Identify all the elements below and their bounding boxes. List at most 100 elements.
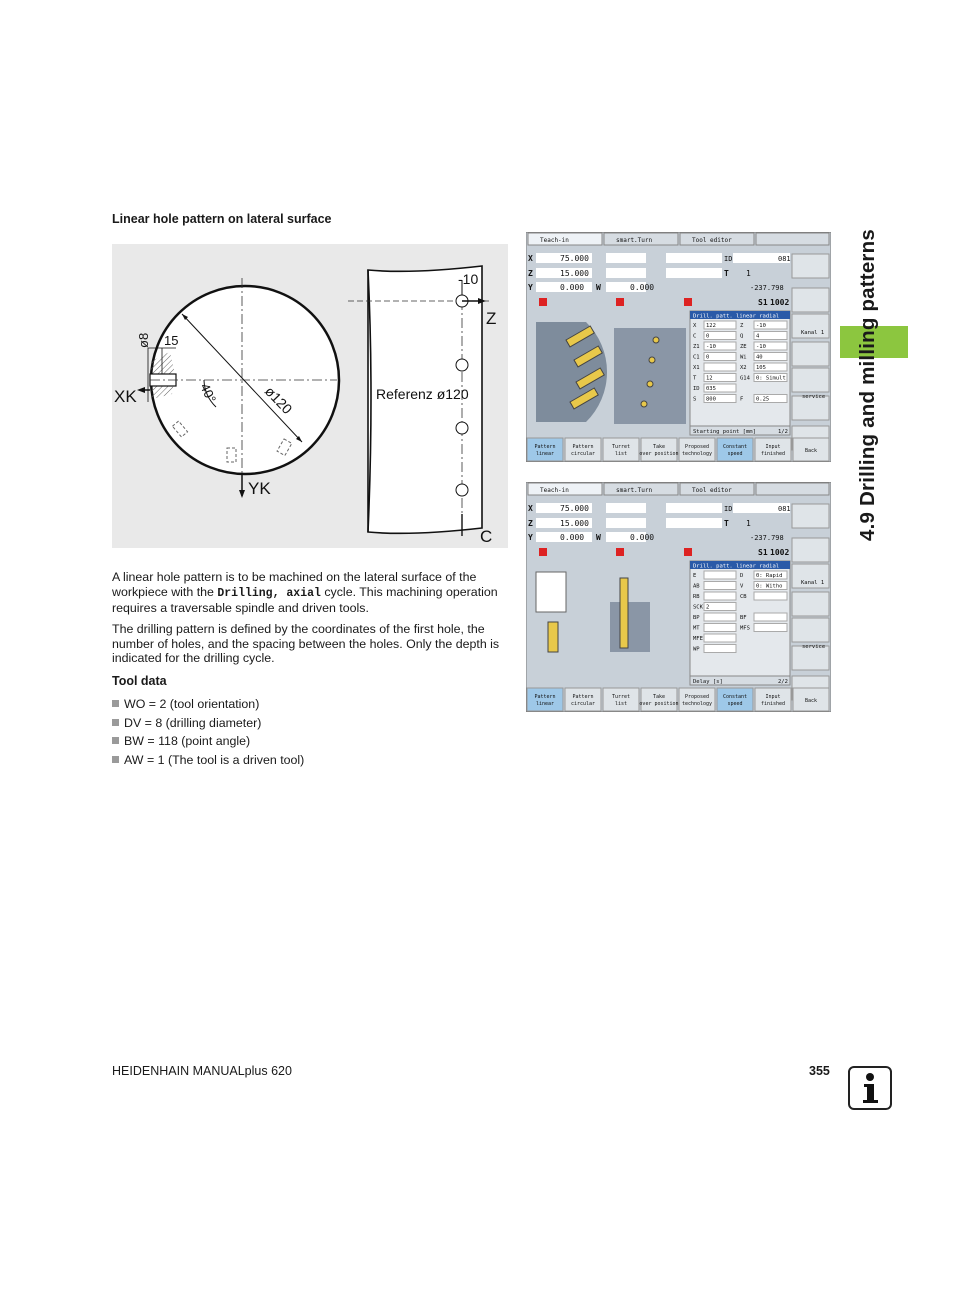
form-field-label: ZE bbox=[740, 344, 747, 350]
form-field-value: 122 bbox=[706, 323, 716, 329]
status-angle-value: -237.798 bbox=[750, 534, 784, 542]
status-field bbox=[536, 518, 592, 528]
label-xk: XK bbox=[114, 387, 137, 406]
form-field bbox=[753, 570, 788, 580]
side-softkey-label: Kanal 1 bbox=[801, 580, 824, 586]
status-field bbox=[666, 253, 722, 263]
bottom-softkey-label: technology bbox=[682, 451, 712, 457]
form-field-label: BF bbox=[740, 615, 747, 621]
screen-tab bbox=[755, 482, 830, 496]
bottom-softkey-label: Pattern bbox=[534, 444, 555, 450]
form-field bbox=[703, 623, 737, 632]
form-field bbox=[753, 623, 788, 632]
tool-data-text: BW = 118 (point angle) bbox=[124, 734, 251, 748]
status-field bbox=[536, 503, 592, 513]
tool-data-text: DV = 8 (drilling diameter) bbox=[124, 716, 262, 730]
side-softkey bbox=[791, 503, 830, 529]
part-side-view bbox=[614, 328, 686, 424]
status-axis-value: 15.000 bbox=[560, 269, 589, 278]
bullet-icon bbox=[112, 756, 119, 763]
side-softkey-label: Kanal 1 bbox=[801, 330, 824, 336]
status-field bbox=[666, 518, 722, 528]
form-field-value: 12 bbox=[706, 376, 713, 382]
label-z: Z bbox=[486, 309, 496, 328]
cycle-name: Drilling, axial bbox=[217, 586, 321, 600]
bottom-softkey bbox=[754, 437, 792, 462]
form-field-value: 40 bbox=[756, 355, 763, 361]
status-field bbox=[536, 268, 592, 278]
status-indicator-icon bbox=[539, 548, 547, 556]
screen-tab bbox=[755, 232, 830, 246]
bottom-softkey-label: Pattern bbox=[534, 694, 555, 700]
form-field bbox=[703, 383, 737, 393]
bottom-softkey-label: Back bbox=[805, 698, 817, 704]
side-softkey bbox=[791, 591, 830, 617]
status-field bbox=[606, 503, 646, 513]
screen-tab-label: Teach-in bbox=[540, 237, 569, 244]
status-indicator-icon bbox=[616, 548, 624, 556]
bottom-softkey-label: linear bbox=[536, 701, 554, 707]
status-axis-value: 0.000 bbox=[560, 533, 584, 542]
side-softkey-label: service bbox=[802, 394, 825, 400]
form-field bbox=[753, 341, 788, 351]
status-id-value: 081 bbox=[778, 255, 791, 263]
form-field-value: -10 bbox=[756, 323, 766, 329]
form-field-label: AB bbox=[693, 584, 700, 590]
bottom-softkey-label: speed bbox=[727, 701, 742, 707]
form-field bbox=[703, 644, 737, 653]
bottom-softkey bbox=[526, 437, 564, 462]
bullet-icon bbox=[112, 737, 119, 744]
form-field bbox=[703, 341, 737, 351]
bottom-softkey-label: Take bbox=[653, 444, 665, 450]
form-footer-right: 1/2 bbox=[778, 429, 788, 435]
tool-data-text: WO = 2 (tool orientation) bbox=[124, 697, 260, 711]
bottom-softkey-label: Input bbox=[765, 694, 780, 700]
bottom-softkey-label: Proposed bbox=[685, 694, 709, 700]
bottom-softkey-label: Pattern bbox=[572, 444, 593, 450]
status-axis-value: 0.000 bbox=[560, 283, 584, 292]
bottom-softkey-label: finished bbox=[761, 451, 785, 457]
form-field-label: G14 bbox=[740, 376, 751, 382]
status-axis-label: W bbox=[596, 533, 601, 542]
form-field-label: Z1 bbox=[693, 344, 700, 350]
status-id-value: 081 bbox=[778, 505, 791, 513]
status-field bbox=[606, 532, 646, 542]
form-field bbox=[703, 373, 737, 382]
status-id-label: ID bbox=[724, 505, 732, 513]
bottom-softkey-label: Constant bbox=[723, 694, 747, 700]
status-t-label: T bbox=[724, 519, 729, 528]
status-axis-label: Z bbox=[528, 269, 533, 278]
side-softkey bbox=[791, 253, 830, 279]
status-axis-value: 0.000 bbox=[630, 283, 654, 292]
bottom-softkey-label: over position bbox=[639, 701, 678, 707]
status-field bbox=[606, 282, 646, 292]
side-softkey bbox=[791, 341, 830, 367]
form-header bbox=[690, 561, 790, 569]
label-d8: ø8 bbox=[136, 333, 151, 348]
form-field-label: BP bbox=[693, 615, 700, 621]
side-softkey bbox=[791, 367, 830, 393]
status-angle-value: -237.798 bbox=[750, 284, 784, 292]
drill-icon bbox=[547, 621, 559, 653]
bottom-softkey bbox=[526, 687, 564, 712]
screen-tab bbox=[679, 482, 755, 496]
status-field bbox=[536, 253, 592, 263]
form-field-label: X2 bbox=[740, 365, 747, 371]
bullet-icon bbox=[112, 700, 119, 707]
screen-tab bbox=[527, 232, 603, 246]
form-field bbox=[703, 394, 737, 403]
side-softkey bbox=[791, 617, 830, 643]
form-field-value: -10 bbox=[756, 344, 766, 350]
form-field-label: Q bbox=[740, 334, 743, 340]
form-field-label: V bbox=[740, 584, 744, 590]
chapter-side-title: 4.9 Drilling and milling patterns bbox=[856, 229, 879, 541]
hole-position bbox=[648, 356, 656, 364]
bottom-softkey-label: list bbox=[615, 451, 627, 457]
form-field-label: X1 bbox=[693, 365, 700, 371]
status-axis-value: 75.000 bbox=[560, 504, 589, 513]
status-field bbox=[733, 253, 790, 263]
form-field-value: 4 bbox=[756, 334, 760, 340]
bottom-softkey bbox=[602, 437, 640, 462]
side-softkey bbox=[791, 563, 830, 589]
